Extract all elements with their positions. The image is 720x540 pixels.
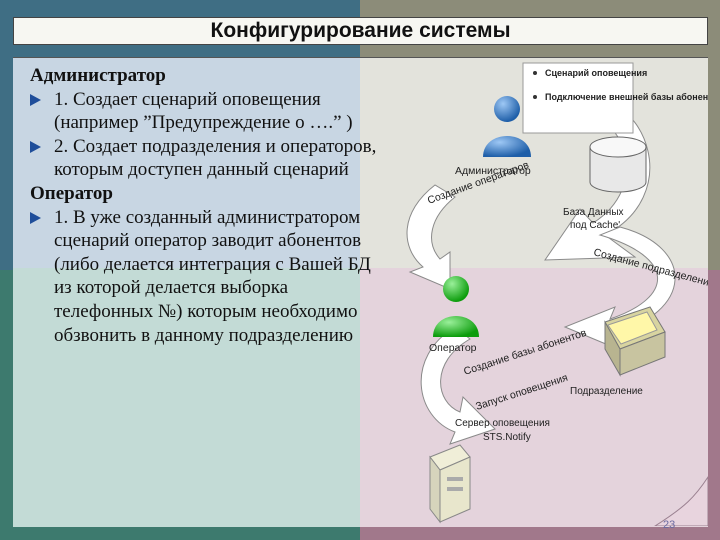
admin-heading: Администратор: [30, 65, 166, 86]
callout-bullet-icon: [533, 95, 537, 99]
operator-bullet-1-text: 1. В уже созданный администратором сцена…: [54, 206, 371, 346]
workflow-arrow: [406, 184, 456, 290]
callout-item-2: Подключение внешней базы абонентов: [545, 92, 708, 102]
callout-bullet-icon: [533, 71, 537, 75]
arrow-label-create-db: Создание базы абонентов: [462, 327, 588, 378]
database-icon: [589, 136, 647, 193]
callout-box: [522, 62, 634, 134]
arrow-label-start-alert: Запуск оповещения: [474, 372, 569, 413]
admin-bullet-1-text: 1. Создает сценарий оповещения (например…: [54, 88, 353, 134]
admin-bullet-1: 1. Создает сценарий оповещения (например…: [30, 88, 390, 135]
admin-bullet-2-text: 2. Создает подразделения и операторов, к…: [54, 135, 377, 181]
database-label-line1: База Данных: [563, 207, 624, 218]
slide-text: Администратор 1. Создает сценарий оповещ…: [30, 64, 390, 347]
bullet-arrow-icon: [30, 206, 54, 348]
panel-quadrant-top-left: [13, 58, 360, 268]
admin-figure-icon: [483, 96, 531, 157]
admin-bullet-2: 2. Создает подразделения и операторов, к…: [30, 135, 390, 182]
workflow-arrow: [420, 326, 496, 445]
operator-figure-icon: [433, 276, 479, 337]
page-number: 23: [663, 519, 676, 531]
server-label-line2: STS.Notify: [483, 432, 531, 443]
slide-title: Конфигурирование системы: [210, 19, 511, 42]
operator-label: Оператор: [429, 342, 477, 354]
server-label-line1: Сервер оповещения: [455, 418, 550, 429]
operator-bullet-1: 1. В уже созданный администратором сцена…: [30, 206, 390, 348]
computer-icon: [604, 306, 666, 377]
operator-heading: Оператор: [30, 182, 113, 204]
workflow-diagram: Сценарий оповещения Подключение внешней …: [406, 62, 708, 526]
department-label: Подразделение: [570, 386, 643, 397]
panel-quadrant-bottom-left: [13, 268, 360, 527]
admin-label: Администратор: [455, 165, 531, 177]
title-bar: Конфигурирование системы: [13, 17, 708, 45]
server-icon: [429, 444, 471, 524]
callout-item-1: Сценарий оповещения: [545, 68, 647, 78]
bullet-arrow-icon: [30, 135, 54, 182]
bullet-arrow-icon: [30, 88, 54, 135]
page-curl: [654, 476, 708, 526]
database-label-line2: под Cache': [570, 220, 620, 231]
